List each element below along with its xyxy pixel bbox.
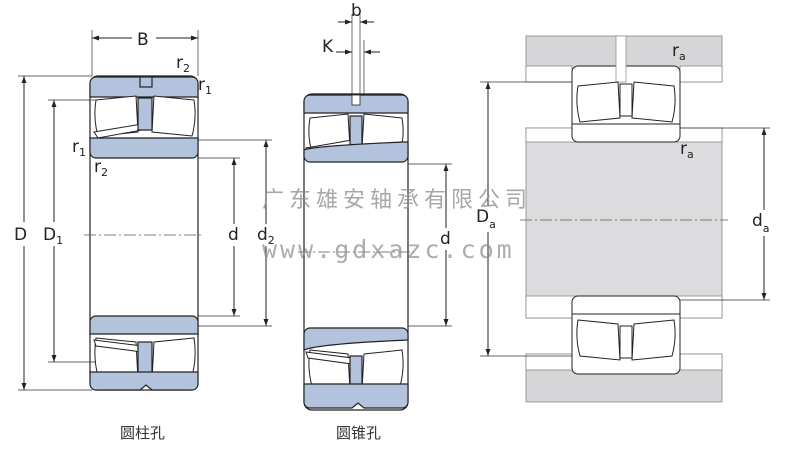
caption-cylindrical: 圆柱孔 bbox=[120, 424, 165, 442]
bearing-bottom-section bbox=[89, 315, 199, 391]
label-K: K bbox=[322, 37, 334, 57]
tapered-top-section bbox=[303, 94, 409, 163]
label-r1-left: r1 bbox=[72, 137, 86, 159]
label-d2: d2 bbox=[257, 225, 275, 247]
label-Da: Da bbox=[476, 207, 496, 231]
mounted-bearing-bottom bbox=[571, 295, 681, 375]
label-D1: D1 bbox=[43, 225, 63, 247]
watermark-company: 广东雄安轴承有限公司 bbox=[262, 188, 532, 213]
caption-tapered: 圆锥孔 bbox=[336, 424, 381, 442]
label-r1-top: r1 bbox=[198, 75, 212, 97]
mounted-bearing-top bbox=[571, 35, 681, 143]
watermark-url: www.gdxazc.com bbox=[262, 235, 515, 264]
label-da: da bbox=[752, 211, 770, 235]
label-ra-mid: ra bbox=[680, 139, 694, 161]
label-ra-top: ra bbox=[672, 41, 686, 63]
label-r2-top: r2 bbox=[176, 53, 190, 75]
bearing-top-section bbox=[89, 76, 199, 159]
label-d-tapered: d bbox=[440, 229, 451, 249]
tapered-bottom-section bbox=[303, 327, 409, 409]
label-d: d bbox=[228, 225, 239, 245]
label-B: B bbox=[137, 30, 149, 50]
tapered-bore-bearing: b K d 圆锥孔 bbox=[298, 1, 456, 442]
label-r2-left: r2 bbox=[94, 157, 108, 179]
mounting-diagram: Da da ra ra bbox=[474, 35, 780, 403]
label-b: b bbox=[351, 1, 362, 21]
cylindrical-bore-bearing: B D D1 d d2 r2 r1 r1 r2 圆柱孔 bbox=[12, 28, 278, 442]
label-D: D bbox=[14, 225, 27, 245]
